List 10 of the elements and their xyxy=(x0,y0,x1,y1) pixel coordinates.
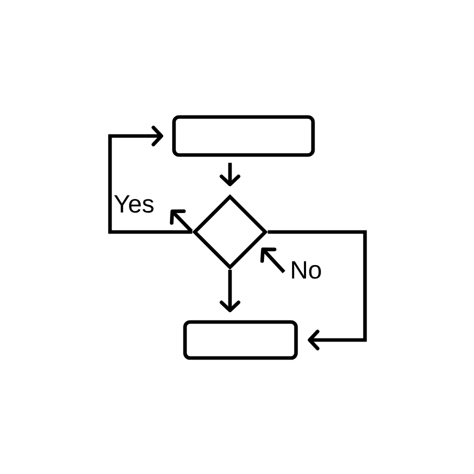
process-box xyxy=(183,320,298,360)
arrow xyxy=(170,209,193,233)
arrow xyxy=(108,126,192,234)
edge-label: Yes xyxy=(114,195,154,213)
arrow xyxy=(220,270,240,312)
arrow xyxy=(260,248,286,274)
arrow xyxy=(220,162,240,186)
arrow xyxy=(268,230,367,350)
edge-label: No xyxy=(292,261,321,279)
process-box xyxy=(172,115,315,157)
